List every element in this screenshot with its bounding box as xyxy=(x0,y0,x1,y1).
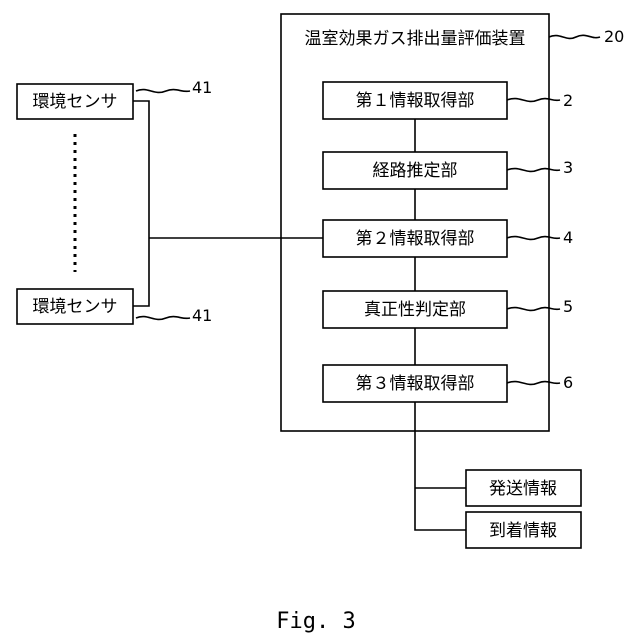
device-title: 温室効果ガス排出量評価装置 xyxy=(305,29,526,49)
sensor-leader-line xyxy=(136,317,190,320)
component-label: 真正性判定部 xyxy=(364,300,466,320)
component-ref-number: 6 xyxy=(563,373,573,392)
figure-caption: Fig. 3 xyxy=(276,609,355,634)
component-label: 第２情報取得部 xyxy=(356,229,475,249)
sensor-label: 環境センサ xyxy=(33,92,118,112)
device-leader-line xyxy=(549,35,600,38)
component-label: 第１情報取得部 xyxy=(356,91,475,111)
output-label: 到着情報 xyxy=(489,521,557,541)
sensor-leader-line xyxy=(136,90,190,93)
component-ref-number: 2 xyxy=(563,91,573,110)
output-label: 発送情報 xyxy=(489,479,557,499)
device-ref-number: 20 xyxy=(604,27,624,46)
sensor-label: 環境センサ xyxy=(33,297,118,317)
component-ref-number: 4 xyxy=(563,228,573,247)
component-ref-number: 5 xyxy=(563,297,573,316)
component-label: 第３情報取得部 xyxy=(356,374,475,394)
sensor-bus-line xyxy=(133,101,149,306)
component-label: 経路推定部 xyxy=(373,161,458,181)
sensor-ref-number: 41 xyxy=(192,78,212,97)
sensor-ref-number: 41 xyxy=(192,306,212,325)
component-ref-number: 3 xyxy=(563,158,573,177)
